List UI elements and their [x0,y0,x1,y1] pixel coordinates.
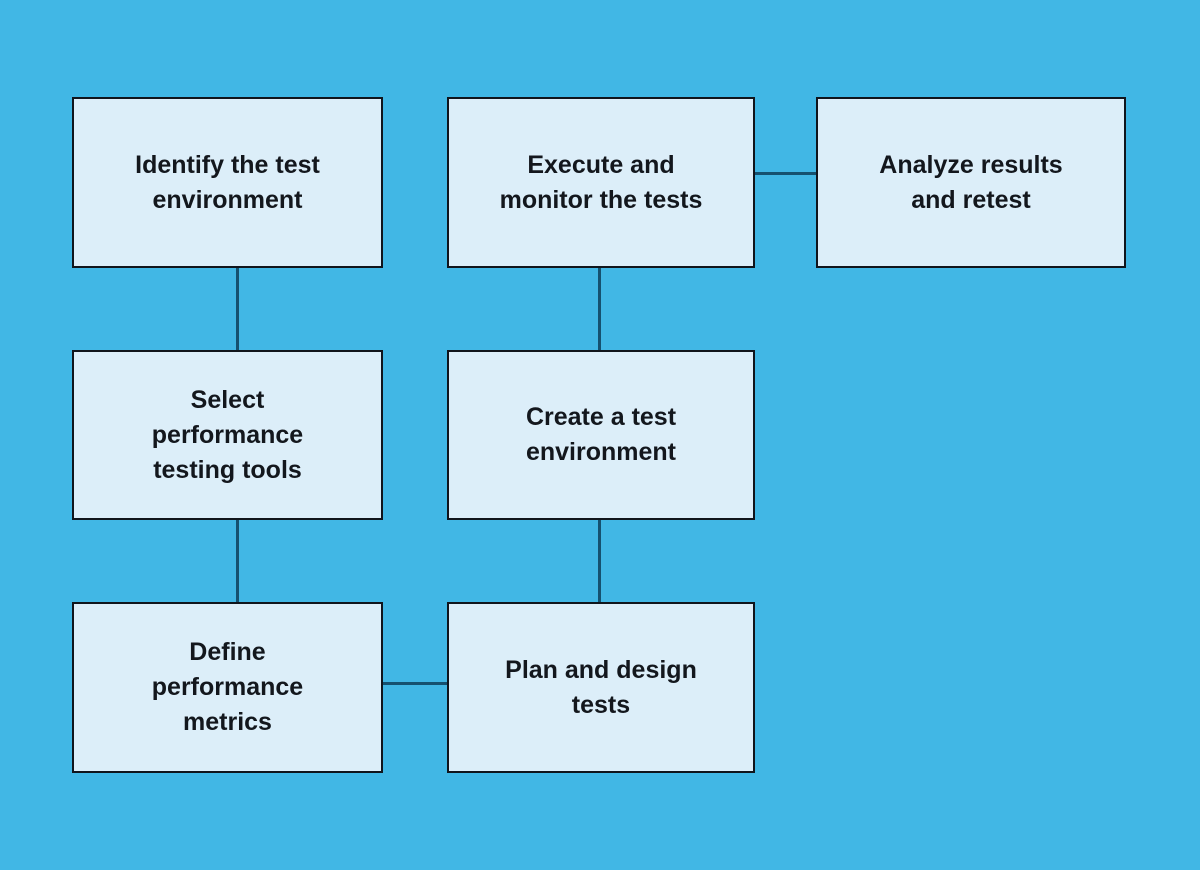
node-label: Analyze results and retest [879,150,1063,214]
node-analyze-results-retest: Analyze results and retest [816,97,1126,268]
connector-select-to-define [236,520,239,602]
node-plan-design-tests: Plan and design tests [447,602,755,773]
node-label: Plan and design tests [505,655,697,719]
connector-create-to-execute [598,268,601,350]
node-label: Select performance testing tools [151,385,304,484]
node-select-performance-testing-tools: Select performance testing tools [72,350,383,520]
node-identify-test-environment: Identify the test environment [72,97,383,268]
connector-execute-to-analyze [755,172,816,175]
node-label: Define performance metrics [151,638,304,736]
node-define-performance-metrics: Define performance metrics [72,602,383,773]
node-label: Create a test environment [525,403,677,466]
node-label: Execute and monitor the tests [499,150,703,214]
node-create-test-environment: Create a test environment [447,350,755,520]
node-label: Identify the test environment [135,150,320,214]
connector-identify-to-select [236,268,239,350]
connector-plan-to-create [598,520,601,602]
connector-define-to-plan [383,682,447,685]
node-execute-monitor-tests: Execute and monitor the tests [447,97,755,268]
